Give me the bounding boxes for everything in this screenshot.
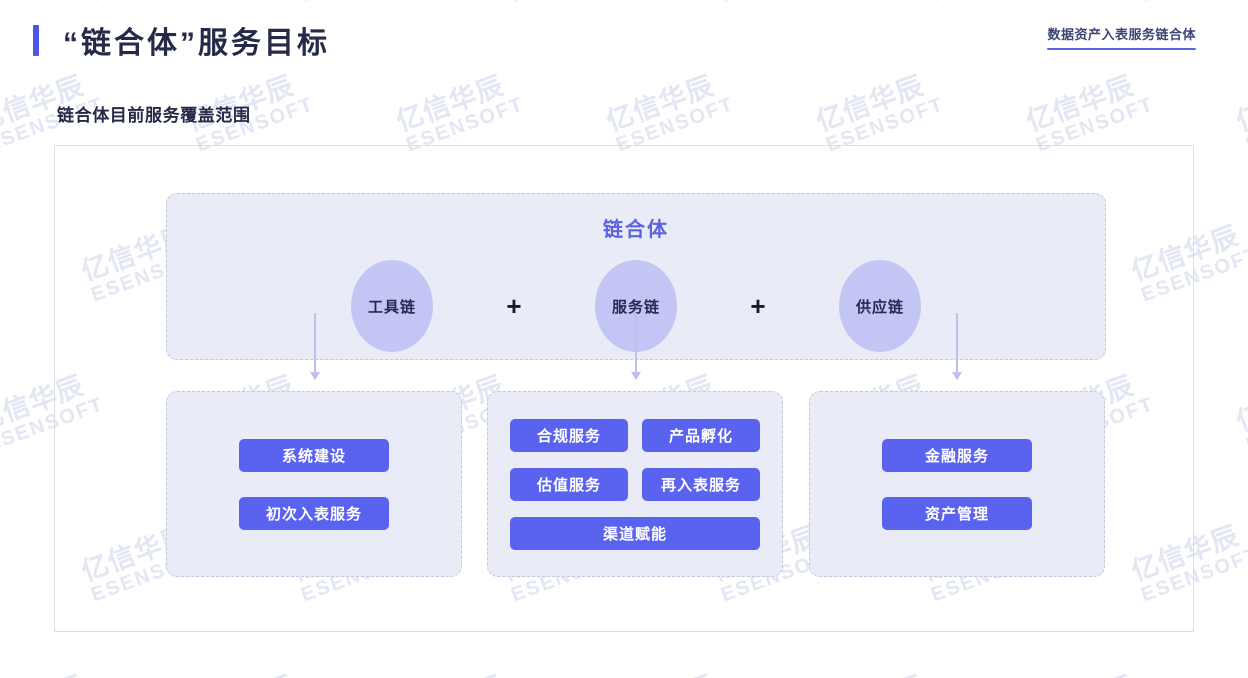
pill-financial-service[interactable]: 金融服务 bbox=[882, 438, 1032, 472]
tool-chain-panel: 系统建设 初次入表服务 bbox=[166, 391, 462, 577]
chain-node-supply[interactable]: 供应链 bbox=[839, 260, 921, 352]
corner-tag-underline bbox=[1047, 48, 1196, 50]
page-title: “链合体”服务目标 bbox=[63, 27, 330, 60]
service-pill-grid: 合规服务 产品孵化 估值服务 再入表服务 渠道赋能 bbox=[510, 418, 760, 550]
pill-valuation-service[interactable]: 估值服务 bbox=[510, 467, 628, 501]
chain-node-tool[interactable]: 工具链 bbox=[351, 260, 433, 352]
chain-node-row: 工具链 + 服务链 + 供应链 bbox=[167, 256, 1105, 356]
section-subtitle: 链合体目前服务覆盖范围 bbox=[57, 106, 251, 125]
operator-slot-2: + bbox=[677, 293, 839, 319]
pill-asset-management[interactable]: 资产管理 bbox=[882, 496, 1032, 530]
title-accent-bar bbox=[33, 24, 39, 56]
top-zone-title: 链合体 bbox=[603, 219, 669, 241]
supply-chain-panel: 金融服务 资产管理 bbox=[809, 391, 1105, 577]
plus-icon: + bbox=[506, 291, 522, 321]
operator-slot-1: + bbox=[433, 293, 595, 319]
chain-node-service[interactable]: 服务链 bbox=[595, 260, 677, 352]
pill-first-listing-service[interactable]: 初次入表服务 bbox=[239, 496, 389, 530]
plus-icon: + bbox=[750, 291, 766, 321]
arrow-down-icon-supply bbox=[956, 313, 958, 379]
arrow-down-icon-tool bbox=[314, 313, 316, 379]
service-chain-panel: 合规服务 产品孵化 估值服务 再入表服务 渠道赋能 bbox=[487, 391, 783, 577]
arrow-down-icon-service bbox=[635, 313, 637, 379]
pill-system-construction[interactable]: 系统建设 bbox=[239, 438, 389, 472]
corner-tag: 数据资产入表服务链合体 bbox=[1047, 24, 1196, 50]
pill-re-listing-service[interactable]: 再入表服务 bbox=[642, 467, 760, 501]
pill-product-incubation[interactable]: 产品孵化 bbox=[642, 418, 760, 452]
diagram-frame: 链合体 工具链 + 服务链 + 供应链 系统建设 初次入表服务 合规服务 产品孵… bbox=[54, 145, 1194, 632]
pill-compliance-service[interactable]: 合规服务 bbox=[510, 418, 628, 452]
corner-tag-label: 数据资产入表服务链合体 bbox=[1047, 27, 1196, 42]
page-title-row: “链合体”服务目标 bbox=[33, 18, 330, 62]
pill-channel-empowerment[interactable]: 渠道赋能 bbox=[510, 516, 760, 550]
